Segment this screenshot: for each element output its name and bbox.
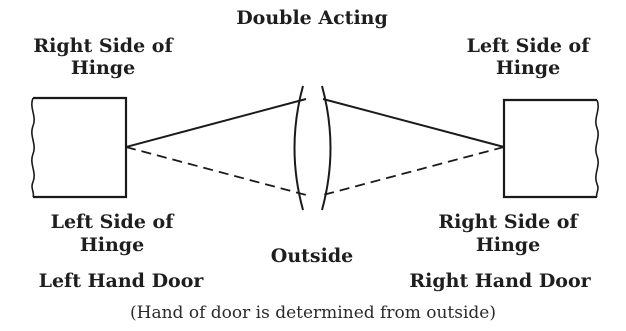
right-wall [502, 98, 599, 199]
label-left-hand-door: Left Hand Door [38, 270, 204, 292]
left-door-swing [125, 98, 307, 196]
label-bottom-right-line1: Right Side of [438, 211, 578, 233]
label-top-right-line1: Left Side of [466, 35, 590, 57]
right-door-swing [322, 98, 505, 196]
label-bottom-left-line1: Left Side of [50, 211, 174, 233]
label-outside: Outside [270, 245, 354, 267]
label-top-left-line1: Right Side of [33, 35, 173, 57]
diagram-caption: (Hand of door is determined from outside… [130, 303, 496, 323]
label-bottom-right-line2: Hinge [475, 234, 541, 256]
label-bottom-left-line2: Hinge [79, 234, 145, 256]
label-right-hand-door: Right Hand Door [409, 270, 591, 292]
left-wall [31, 96, 128, 199]
label-top-right-line2: Hinge [495, 57, 561, 79]
center-swing-arcs [293, 85, 332, 211]
diagram-title: Double Acting [236, 7, 388, 29]
label-top-left-line2: Hinge [70, 57, 136, 79]
